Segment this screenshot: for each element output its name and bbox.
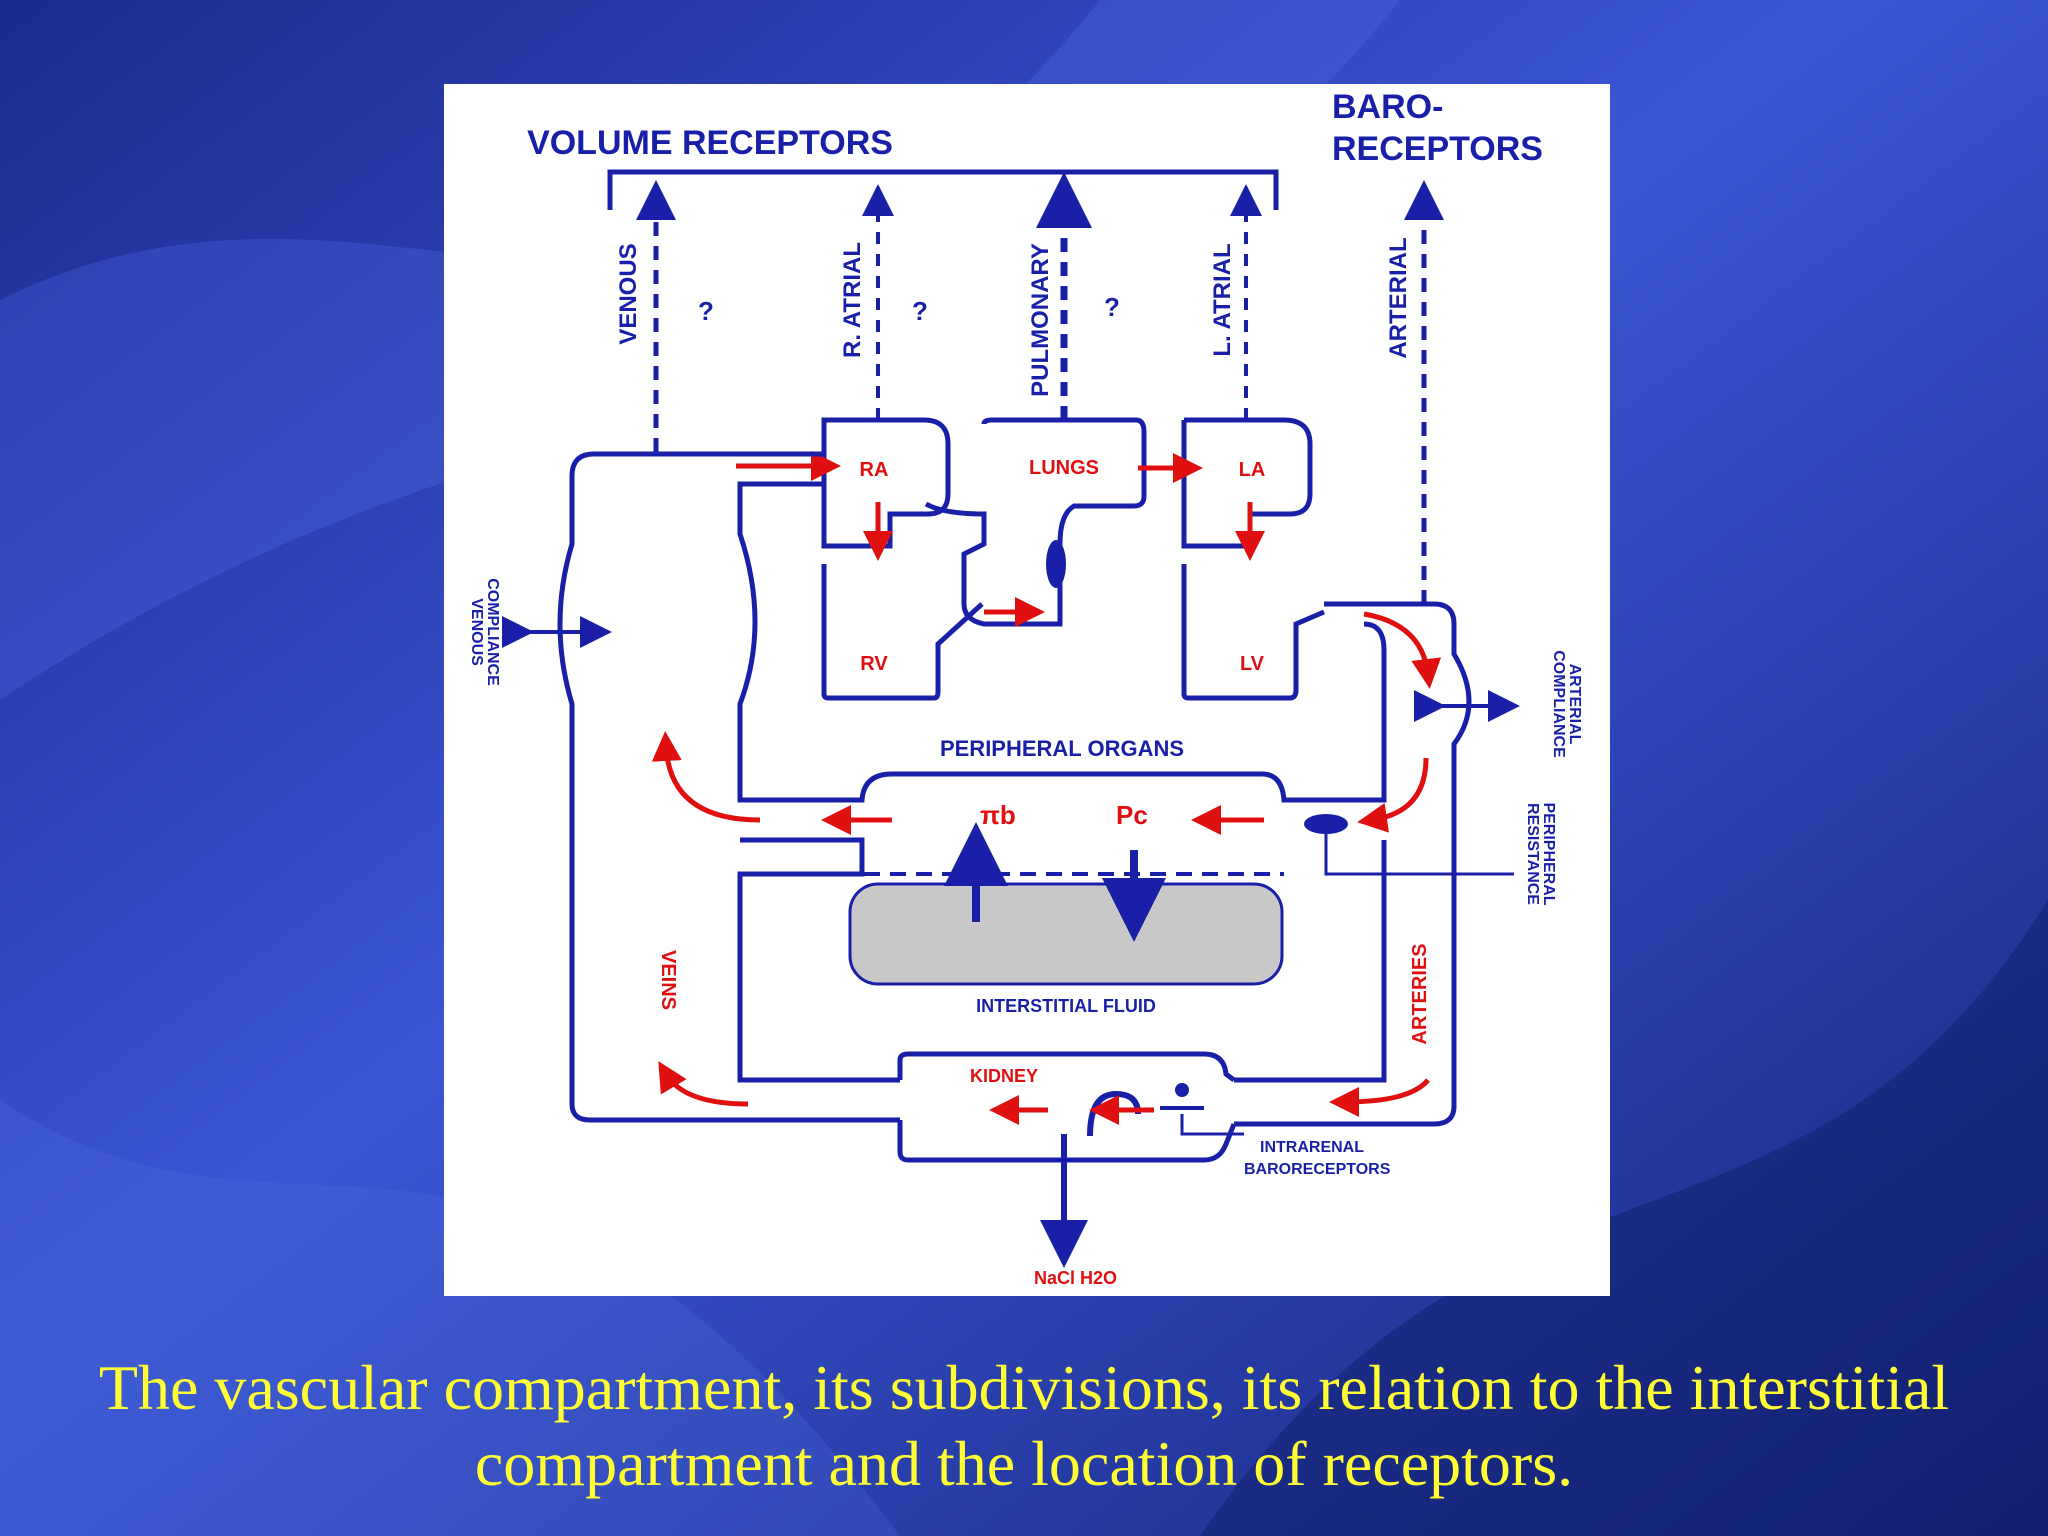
intrarenal-lead — [1180, 1114, 1244, 1136]
left-atrium-chamber — [1181, 417, 1313, 549]
venules-vessel — [737, 837, 900, 1083]
label-arterial-receptor: ARTERIAL — [1385, 237, 1412, 358]
label-nacl-h2o: NaCl H2O — [1034, 1268, 1117, 1288]
label-intrarenal-1: INTRARENAL — [1260, 1139, 1364, 1156]
label-arterial-compliance-2: COMPLIANCE — [1550, 650, 1567, 758]
right-ventricle-chamber — [821, 564, 984, 701]
venous-return-vessel — [557, 451, 900, 1123]
venous-inner-vessel — [737, 481, 1387, 803]
label-venous-receptor: VENOUS — [615, 243, 642, 344]
kidney-compartment — [897, 1051, 1237, 1163]
caption-line-1: The vascular compartment, its subdivisio… — [98, 1352, 1950, 1423]
peripheral-resistance-valve — [1304, 814, 1348, 834]
label-r-atrial-receptor: R. ATRIAL — [839, 242, 866, 358]
label-la: LA — [1239, 459, 1266, 481]
intrarenal-receptor-dot — [1175, 1083, 1189, 1097]
right-atrium-chamber — [821, 417, 951, 549]
label-venous-compliance-1: VENOUS — [468, 598, 485, 666]
label-interstitial-fluid: INTERSTITIAL FLUID — [976, 996, 1156, 1016]
flow-arrow-veins-up — [658, 1061, 749, 1107]
arterial-vessel — [1234, 601, 1472, 1127]
label-lv: LV — [1240, 653, 1265, 675]
question-mark-pulmonary: ? — [1104, 292, 1120, 322]
interstitial-fluid-compartment — [848, 882, 1284, 986]
lungs-chamber — [924, 417, 1147, 627]
label-arteries: ARTERIES — [1409, 943, 1431, 1044]
label-pulmonary-receptor: PULMONARY — [1027, 243, 1054, 397]
label-veins: VEINS — [657, 950, 679, 1010]
label-peripheral-organs: PERIPHERAL ORGANS — [940, 736, 1184, 761]
flow-arrow-lv-to-aorta — [1363, 611, 1442, 689]
heading-baroreceptors-line2: RECEPTORS — [1332, 130, 1543, 168]
arteriole-vessel — [1234, 840, 1387, 1083]
label-pi-b: πb — [980, 800, 1016, 830]
label-peripheral-resistance-1: PERIPHERAL — [1540, 802, 1557, 905]
flow-arrow-to-veins — [651, 731, 761, 823]
heading-baroreceptors-line1: BARO- — [1332, 88, 1443, 126]
label-lungs: LUNGS — [1029, 457, 1099, 479]
label-arterial-compliance-1: ARTERIAL — [1566, 664, 1583, 745]
question-mark-venous: ? — [698, 296, 714, 326]
flow-arrow-arteries-to-kidney — [1329, 1078, 1430, 1117]
label-ra: RA — [860, 459, 889, 481]
label-peripheral-resistance-2: RESISTANCE — [1524, 803, 1541, 905]
label-l-atrial-receptor: L. ATRIAL — [1209, 243, 1236, 356]
label-kidney: KIDNEY — [970, 1066, 1038, 1086]
caption-line-2: compartment and the location of receptor… — [474, 1428, 1574, 1499]
glomerulus — [1087, 1090, 1141, 1137]
label-p-c: Pc — [1116, 800, 1148, 830]
diagram-panel: VOLUME RECEPTORS BARO- RECEPTORS VENOUS … — [444, 84, 1610, 1296]
peripheral-resistance-lead — [1324, 834, 1514, 876]
label-venous-compliance-2: COMPLIANCE — [484, 578, 501, 686]
flow-arrow-arteries-down — [1357, 757, 1429, 833]
pulmonary-valve — [1046, 540, 1066, 588]
label-rv: RV — [860, 653, 888, 675]
left-ventricle-chamber — [1181, 564, 1325, 701]
question-mark-atrial: ? — [912, 296, 928, 326]
slide-caption: The vascular compartment, its subdivisio… — [20, 1350, 2028, 1502]
volume-receptors-bracket — [607, 169, 1279, 210]
vascular-compartment-diagram: VOLUME RECEPTORS BARO- RECEPTORS VENOUS … — [468, 88, 1583, 1288]
label-intrarenal-2: BARORECEPTORS — [1244, 1161, 1391, 1178]
heading-volume-receptors: VOLUME RECEPTORS — [527, 124, 893, 162]
